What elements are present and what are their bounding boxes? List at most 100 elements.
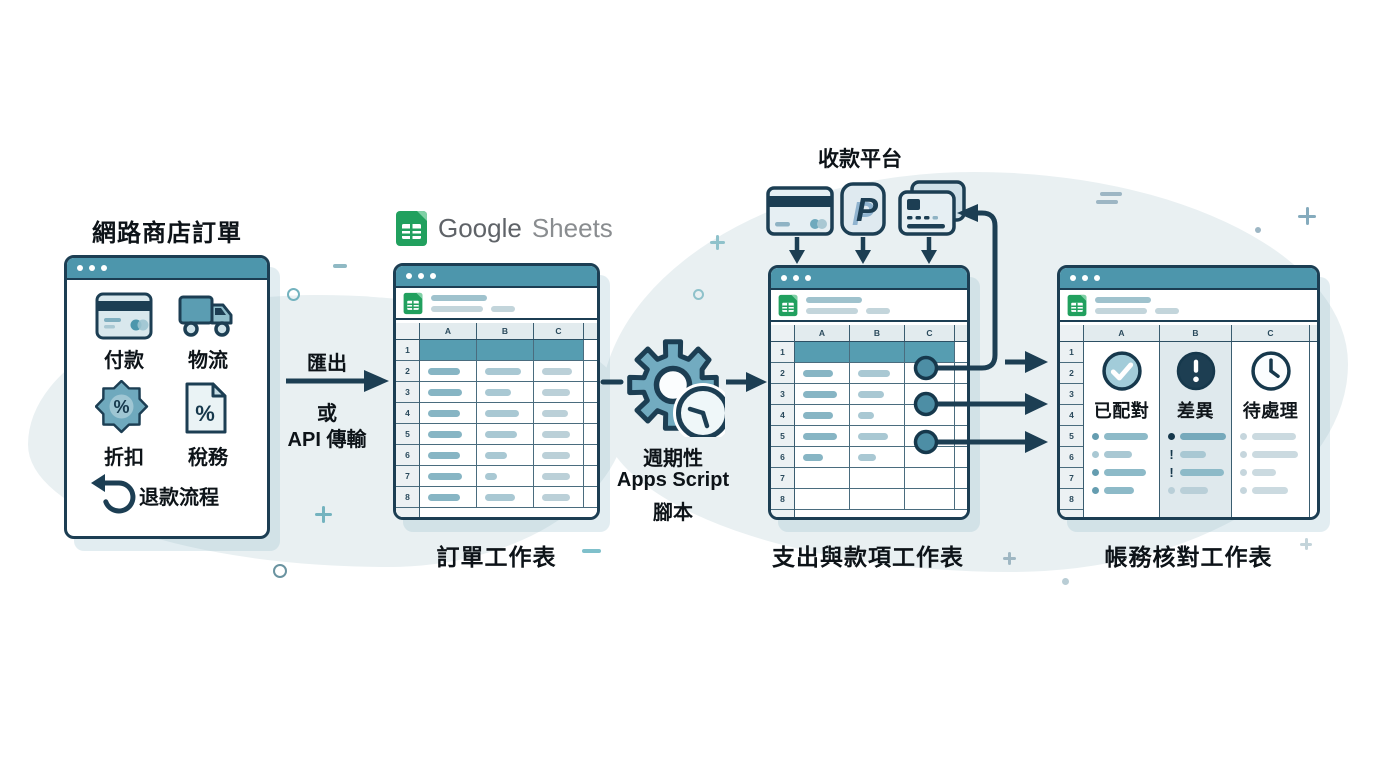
table-row	[420, 466, 597, 487]
order-sheet-caption: 訂單工作表	[436, 544, 557, 570]
tax-document-icon: %	[185, 382, 227, 434]
window-dot	[805, 275, 811, 281]
table-row	[420, 403, 597, 424]
refund-arrow-icon	[91, 474, 136, 514]
sheet-toolbar	[396, 288, 597, 320]
table-row	[795, 447, 967, 468]
check-circle-icon	[1101, 351, 1142, 391]
matched-column: 已配對	[1084, 342, 1160, 517]
list-item	[1240, 448, 1309, 461]
difference-column: 差異 ! !	[1160, 342, 1232, 517]
percent-glyph: %	[113, 397, 129, 417]
toolbar-placeholder-text	[431, 294, 515, 312]
table-row	[795, 468, 967, 489]
paypal-letter-back: P	[856, 191, 879, 228]
table-row	[420, 361, 597, 382]
list-item	[1092, 466, 1159, 479]
script-label-line2: Apps Script	[616, 469, 730, 491]
paypal-letter-front: P	[852, 195, 875, 232]
list-item	[1240, 484, 1309, 497]
tax-label: 稅務	[188, 447, 228, 469]
table-row	[795, 363, 967, 384]
window-dot	[101, 265, 107, 271]
window-dot	[1082, 275, 1088, 281]
decor-dash	[582, 549, 601, 553]
decor-plus	[315, 506, 332, 523]
list-item: !	[1168, 466, 1231, 479]
window-dot	[793, 275, 799, 281]
table-row	[420, 424, 597, 445]
google-sheets-icon	[1067, 294, 1087, 316]
decor-dot	[1062, 578, 1069, 585]
matched-label: 已配對	[1093, 401, 1150, 421]
refund-label: 退款流程	[139, 487, 219, 509]
table-row	[420, 487, 597, 508]
script-label-line1: 週期性	[643, 448, 703, 470]
payout-sheet-caption: 支出與款項工作表	[772, 544, 964, 570]
list-item	[1168, 430, 1231, 443]
table-row	[795, 405, 967, 426]
pending-label: 待處理	[1242, 401, 1299, 421]
gear-clock-icon	[627, 339, 725, 437]
alert-circle-icon	[1176, 351, 1215, 391]
decor-ring	[287, 288, 300, 301]
payment-platforms-title: 收款平台	[818, 148, 902, 171]
difference-label: 差異	[1177, 401, 1214, 421]
decor-dash	[333, 264, 347, 268]
window-titlebar	[67, 258, 267, 280]
decor-plus	[1003, 552, 1016, 565]
header-data-row	[420, 340, 597, 361]
google-sheets-logo: Google Sheets	[395, 210, 613, 247]
header-data-row	[795, 342, 967, 363]
window-dot	[1070, 275, 1076, 281]
list-item	[1240, 430, 1309, 443]
window-titlebar	[1060, 268, 1317, 290]
payment-label: 付款	[104, 350, 144, 372]
store-panel-title: 網路商店訂單	[92, 220, 242, 247]
table-row	[795, 426, 967, 447]
sheet-toolbar	[1060, 290, 1317, 322]
pending-list	[1232, 430, 1309, 502]
decor-plus	[1300, 538, 1312, 550]
decor-ring	[693, 289, 704, 300]
window-dot	[406, 273, 412, 279]
exclaim-bullet: !	[1169, 446, 1174, 462]
list-item	[1168, 484, 1231, 497]
logo-word-sheets: Sheets	[531, 213, 613, 243]
or-label: 或	[317, 403, 337, 425]
table-row	[420, 382, 597, 403]
decor-ring	[273, 564, 287, 578]
toolbar-placeholder-text	[1095, 296, 1179, 314]
window-dot	[77, 265, 83, 271]
exclaim-bullet: !	[1169, 464, 1174, 480]
google-sheets-icon	[396, 211, 427, 246]
matched-list	[1084, 430, 1159, 502]
list-item: !	[1168, 448, 1231, 461]
export-label: 匯出	[307, 353, 347, 375]
window-dot	[418, 273, 424, 279]
window-dot	[781, 275, 787, 281]
logo-word-google: Google	[438, 213, 522, 243]
table-row	[795, 489, 967, 510]
card-stack-icon	[898, 180, 966, 236]
pending-column: 待處理	[1232, 342, 1310, 517]
google-sheets-icon	[778, 294, 798, 316]
paypal-icon: P P	[840, 182, 886, 236]
script-label-line3: 腳本	[653, 502, 693, 524]
table-row	[420, 445, 597, 466]
payment-card-icon	[766, 186, 834, 236]
sheet-toolbar	[771, 290, 967, 322]
decor-equals	[1096, 192, 1124, 204]
clock-icon	[1250, 351, 1291, 391]
